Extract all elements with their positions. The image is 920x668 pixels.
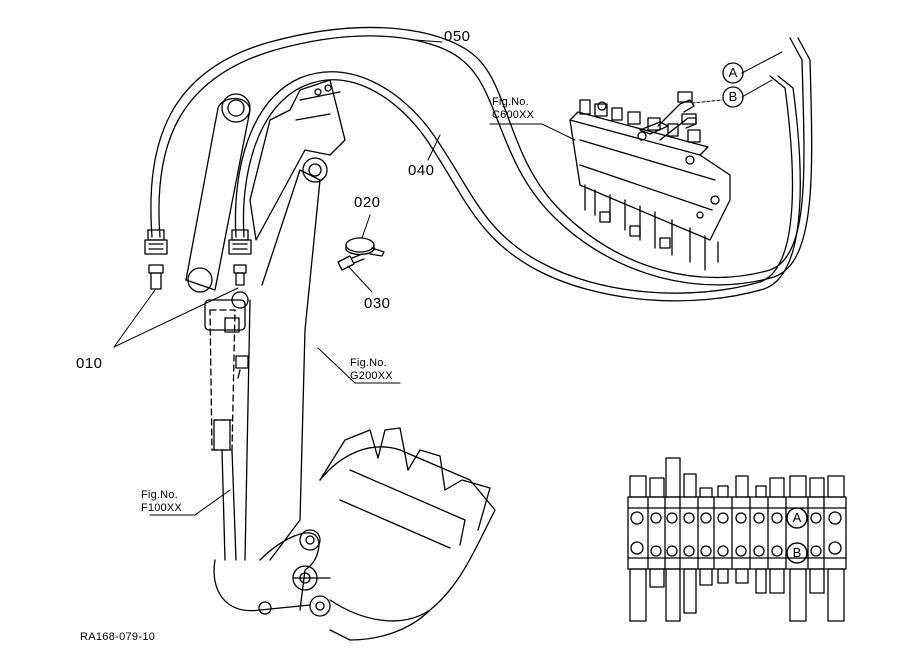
fig-ref-f100-line1: Fig.No. <box>141 489 178 501</box>
section-a-marker <box>786 507 808 529</box>
part-label-020: 020 <box>354 194 381 211</box>
section-b-marker <box>786 542 808 564</box>
clamp-020 <box>345 237 385 257</box>
valve-section-view <box>627 457 847 622</box>
hose-050-fitting <box>144 229 168 290</box>
port-b-label: B <box>728 89 738 104</box>
fig-ref-f100-line2: F100XX <box>141 502 182 514</box>
fig-ref-c600-line1: Fig.No. <box>492 96 529 108</box>
section-a-label: A <box>792 510 802 525</box>
control-valve <box>569 91 731 271</box>
part-label-040: 040 <box>408 162 435 179</box>
port-b-marker <box>722 86 744 108</box>
hose-040-fitting <box>228 229 252 286</box>
fig-ref-f100: Fig.No. F100XX <box>141 489 182 515</box>
part-label-050: 050 <box>444 28 471 45</box>
fig-ref-g200: Fig.No. G200XX <box>350 357 393 383</box>
section-b-label: B <box>792 545 802 560</box>
fig-ref-c600: Fig.No. C600XX <box>492 96 534 122</box>
part-label-010: 010 <box>76 355 103 372</box>
drawing-code: RA168-079-10 <box>80 631 156 643</box>
bucket <box>319 427 496 641</box>
hose-040 <box>234 71 801 302</box>
hose-050 <box>150 26 813 286</box>
fig-ref-g200-line1: Fig.No. <box>350 357 387 369</box>
arm-assembly <box>185 79 346 617</box>
fig-ref-g200-line2: G200XX <box>350 370 393 382</box>
bolt-030 <box>337 253 365 271</box>
fig-ref-c600-line2: C600XX <box>492 109 535 121</box>
part-label-030: 030 <box>364 295 391 312</box>
leader-lines <box>113 39 783 516</box>
port-a-label: A <box>728 65 738 80</box>
port-a-marker <box>722 62 744 84</box>
